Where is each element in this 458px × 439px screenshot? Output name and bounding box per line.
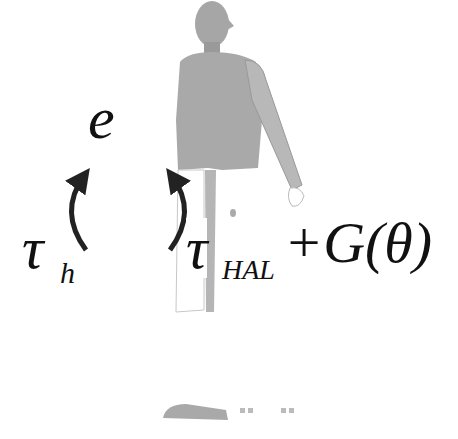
foot [163, 404, 228, 420]
arm [245, 60, 302, 190]
subscript: HAL [222, 256, 275, 284]
marker-dot [289, 408, 294, 413]
marker-dot [240, 408, 245, 413]
gravity-term: +G(θ) [284, 214, 432, 272]
torque-arrow [170, 176, 185, 250]
head [195, 1, 229, 47]
torque-symbol: τ [186, 218, 207, 278]
nose [227, 18, 234, 30]
finger [230, 209, 236, 217]
marker-dot [281, 408, 286, 413]
marker-dot [248, 408, 253, 413]
error-symbol: e [88, 88, 115, 148]
torque-symbol: τ [22, 218, 43, 278]
hand [288, 188, 304, 207]
subscript: h [60, 258, 75, 288]
torque-arrow [71, 176, 86, 250]
